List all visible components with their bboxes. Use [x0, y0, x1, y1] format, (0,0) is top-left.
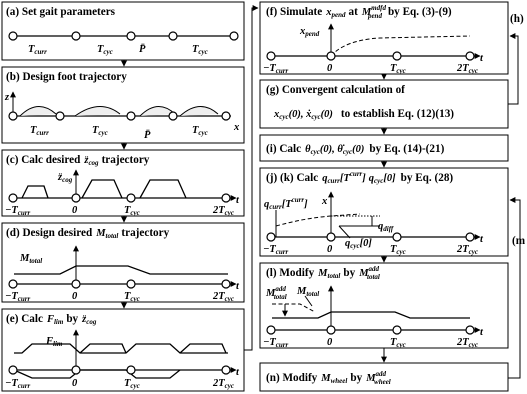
svg-text:Tcyc: Tcyc — [97, 44, 113, 56]
svg-text:P̄: P̄ — [144, 129, 151, 141]
svg-text:t: t — [236, 195, 240, 206]
a-tcyc: T — [97, 44, 104, 55]
svg-text:t: t — [480, 53, 484, 64]
svg-text:Mtotal: Mtotal — [296, 286, 319, 298]
svg-text:qcurr[Tcurr]: qcurr[Tcurr] — [264, 196, 308, 211]
svg-text:t: t — [236, 367, 240, 378]
svg-text:2Tcyc: 2Tcyc — [456, 244, 478, 256]
svg-text:qcyc[0]: qcyc[0] — [345, 238, 372, 250]
svg-text:0: 0 — [72, 378, 78, 389]
svg-text:Tcyc: Tcyc — [124, 205, 140, 217]
svg-text:Tcurr: Tcurr — [28, 44, 47, 56]
a-tcurr: T — [28, 44, 35, 55]
svg-text:0: 0 — [327, 337, 333, 348]
svg-text:0: 0 — [72, 205, 78, 216]
svg-text:(g) Convergent calculation of: (g) Convergent calculation of — [266, 84, 405, 96]
svg-text:2Tcyc: 2Tcyc — [456, 337, 478, 349]
svg-text:Tcyc: Tcyc — [92, 125, 108, 137]
svg-text:t: t — [480, 327, 484, 338]
svg-text:2Tcyc: 2Tcyc — [456, 63, 478, 75]
panel-b-title: (b) Design foot trajectory — [6, 71, 127, 83]
svg-text:x: x — [321, 196, 327, 207]
svg-text:Tcurr: Tcurr — [30, 125, 49, 137]
svg-text:2Tcyc: 2Tcyc — [212, 205, 234, 217]
svg-text:z: z — [4, 92, 10, 103]
svg-text:−Tcurr: −Tcurr — [263, 337, 289, 349]
svg-text:xcyc(0), ẋcyc(0)to establish E: xcyc(0), ẋcyc(0)to establish Eq. (12)(13… — [273, 108, 454, 121]
svg-text:Tcyc: Tcyc — [390, 244, 406, 256]
a-pbar: P̄ — [139, 43, 146, 55]
panel-g: (g) Convergent calculation of xcyc(0), ẋ… — [259, 79, 509, 129]
svg-text:(h): (h) — [510, 13, 524, 25]
svg-text:t: t — [236, 281, 240, 292]
svg-text:Tcyc: Tcyc — [124, 378, 140, 390]
loop-h: (h) — [508, 13, 524, 105]
loop-m: (m — [508, 197, 526, 379]
svg-text:qdiff: qdiff — [378, 221, 394, 233]
svg-text:Tcyc: Tcyc — [124, 291, 140, 303]
svg-text:xpend: xpend — [299, 26, 320, 38]
svg-text:Tcyc: Tcyc — [390, 337, 406, 349]
svg-text:0: 0 — [327, 244, 333, 255]
svg-text:Tcyc: Tcyc — [390, 63, 406, 75]
svg-text:Tcyc: Tcyc — [192, 125, 208, 137]
a-tcurr-sub: curr — [34, 48, 47, 56]
panel-a-title: (a) Set gait parameters — [6, 6, 116, 18]
svg-text:t: t — [480, 234, 484, 245]
panel-b: (b) Design foot trajectory z x Tcurr Tcy… — [1, 66, 245, 144]
svg-text:Tcyc: Tcyc — [192, 44, 208, 56]
svg-text:2Tcyc: 2Tcyc — [212, 378, 234, 390]
a-tcyc-sub: cyc — [103, 48, 112, 56]
svg-text:−Tcurr: −Tcurr — [5, 378, 31, 390]
svg-text:x: x — [233, 122, 239, 133]
panel-a: (a) Set gait parameters Tcurr Tcyc P̄ Tc… — [1, 1, 245, 61]
svg-text:−Tcurr: −Tcurr — [5, 291, 31, 303]
svg-text:(m: (m — [512, 235, 526, 247]
svg-text:z̈cog: z̈cog — [57, 172, 73, 184]
svg-text:−Tcurr: −Tcurr — [5, 205, 31, 217]
svg-text:Mtotal: Mtotal — [19, 253, 42, 265]
svg-text:2Tcyc: 2Tcyc — [212, 291, 234, 303]
svg-text:−Tcurr: −Tcurr — [263, 244, 289, 256]
svg-text:0: 0 — [327, 63, 333, 74]
svg-text:0: 0 — [72, 291, 78, 302]
svg-text:−Tcurr: −Tcurr — [263, 63, 289, 75]
